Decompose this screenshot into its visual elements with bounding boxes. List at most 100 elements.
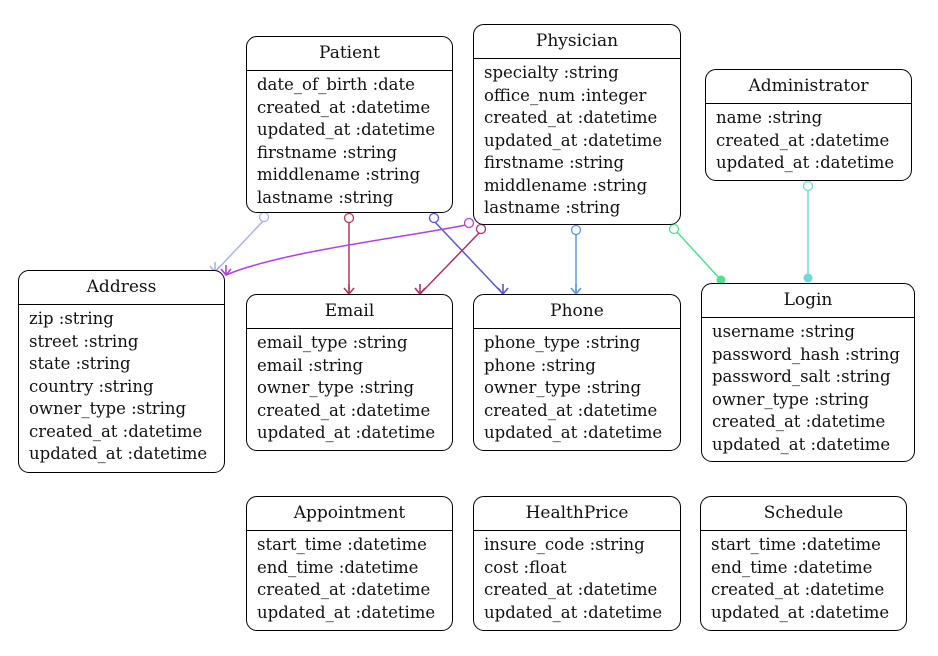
attribute-row: created_at :datetime xyxy=(484,400,658,420)
attribute-row: email :string xyxy=(257,355,364,375)
attribute-list: start_time :datetime end_time :datetime cr… xyxy=(247,531,452,624)
one-dot-marker xyxy=(803,273,813,283)
attribute-row: name :string xyxy=(716,108,823,127)
attribute-row: updated_at :datetime xyxy=(257,602,436,622)
entity-phone[interactable]: Phone phone_type :string phone :string own… xyxy=(473,294,681,451)
attribute-row: middlename :string xyxy=(484,175,648,195)
attribute-row: updated_at :datetime xyxy=(29,444,208,463)
entity-email[interactable]: Email email_type :string email :string own… xyxy=(246,294,453,451)
relationship-patient-email xyxy=(343,212,355,296)
entity-title: Appointment xyxy=(247,497,452,531)
attribute-row: firstname :string xyxy=(484,153,625,172)
attribute-row: created_at :datetime xyxy=(716,130,890,150)
attribute-row: firstname :string xyxy=(257,142,398,162)
relationship-line xyxy=(214,219,265,273)
entity-schedule[interactable]: Schedule start_time :datetime end_time :d… xyxy=(700,496,907,631)
optional-circle-marker xyxy=(428,212,440,224)
optional-circle-marker xyxy=(802,180,814,192)
optional-circle-marker xyxy=(258,211,270,223)
relationship-physician-login xyxy=(668,223,726,285)
attribute-row: updated_at :datetime xyxy=(484,423,663,442)
relationship-line xyxy=(419,232,480,295)
attribute-row: owner_type :string xyxy=(484,378,642,397)
optional-circle-marker xyxy=(570,224,582,236)
crows-foot-marker xyxy=(497,284,509,296)
attribute-row: email_type :string xyxy=(257,333,408,352)
entity-title: HealthPrice xyxy=(474,497,680,531)
entity-title: Address xyxy=(19,271,224,305)
attribute-row: owner_type :string xyxy=(29,399,187,418)
attribute-row: updated_at :datetime xyxy=(484,602,663,622)
attribute-row: start_time :datetime xyxy=(711,535,881,554)
attribute-row: username :string xyxy=(712,322,855,341)
attribute-row: lastname :string xyxy=(257,187,394,207)
attribute-row: start_time :datetime xyxy=(257,535,427,554)
attribute-row: updated_at :datetime xyxy=(716,153,895,172)
crows-foot-marker xyxy=(414,284,426,296)
attribute-row: created_at :datetime xyxy=(257,97,431,117)
entity-title: Schedule xyxy=(701,497,906,531)
relationship-physician-address xyxy=(220,217,475,277)
attribute-list: name :string created_at :datetime updated_… xyxy=(706,104,911,175)
crows-foot-marker xyxy=(570,284,582,296)
relationship-line xyxy=(676,231,722,281)
attribute-row: owner_type :string xyxy=(712,389,870,409)
attribute-row: end_time :datetime xyxy=(257,557,419,577)
one-dot-marker xyxy=(716,275,726,285)
attribute-row: password_salt :string xyxy=(712,367,891,386)
attribute-row: specialty :string xyxy=(484,63,619,82)
entity-title: Phone xyxy=(474,295,680,329)
attribute-row: lastname :string xyxy=(484,198,621,217)
attribute-row: end_time :datetime xyxy=(711,557,873,577)
attribute-row: created_at :datetime xyxy=(712,412,886,431)
attribute-row: updated_at :datetime xyxy=(484,130,663,150)
entity-appointment[interactable]: Appointment start_time :datetime end_time… xyxy=(246,496,453,631)
attribute-row: street :string xyxy=(29,331,139,351)
crows-foot-marker xyxy=(220,265,232,277)
attribute-row: owner_type :string xyxy=(257,378,415,397)
relationship-line xyxy=(433,220,504,295)
attribute-row: phone_type :string xyxy=(484,333,641,352)
attribute-row: insure_code :string xyxy=(484,535,645,554)
attribute-list: specialty :string office_num :integer crea… xyxy=(474,59,680,220)
optional-circle-marker xyxy=(668,223,680,235)
attribute-row: updated_at :datetime xyxy=(712,434,891,454)
attribute-row: password_hash :string xyxy=(712,344,900,364)
attribute-row: middlename :string xyxy=(257,165,421,184)
attribute-list: start_time :datetime end_time :datetime cr… xyxy=(701,531,906,624)
attribute-row: created_at :datetime xyxy=(484,108,658,127)
crows-foot-marker xyxy=(343,284,355,296)
relationship-administrator-login xyxy=(802,180,814,283)
attribute-row: state :string xyxy=(29,354,131,373)
optional-circle-marker xyxy=(343,212,355,224)
attribute-row: created_at :datetime xyxy=(257,580,431,599)
entity-title: Email xyxy=(247,295,452,329)
optional-circle-marker xyxy=(475,223,487,235)
attribute-list: username :string password_hash :string pas… xyxy=(702,318,914,456)
attribute-row: created_at :datetime xyxy=(711,580,885,599)
attribute-row: office_num :integer xyxy=(484,85,647,105)
attribute-row: cost :float xyxy=(484,557,567,577)
entity-healthprice[interactable]: HealthPrice insure_code :string cost :flo… xyxy=(473,496,681,631)
entity-title: Login xyxy=(702,284,914,318)
attribute-list: phone_type :string phone :string owner_typ… xyxy=(474,329,680,445)
attribute-row: created_at :datetime xyxy=(257,400,431,420)
relationship-line xyxy=(225,224,467,276)
attribute-row: created_at :datetime xyxy=(29,421,203,441)
relationship-physician-email xyxy=(414,223,487,296)
optional-circle-marker xyxy=(463,217,475,229)
attribute-row: updated_at :datetime xyxy=(711,602,890,622)
attribute-row: country :string xyxy=(29,376,154,396)
attribute-row: phone :string xyxy=(484,355,596,375)
entity-login[interactable]: Login username :string password_hash :str… xyxy=(701,283,915,462)
entity-title: Patient xyxy=(247,37,452,71)
attribute-row: updated_at :datetime xyxy=(257,423,436,442)
